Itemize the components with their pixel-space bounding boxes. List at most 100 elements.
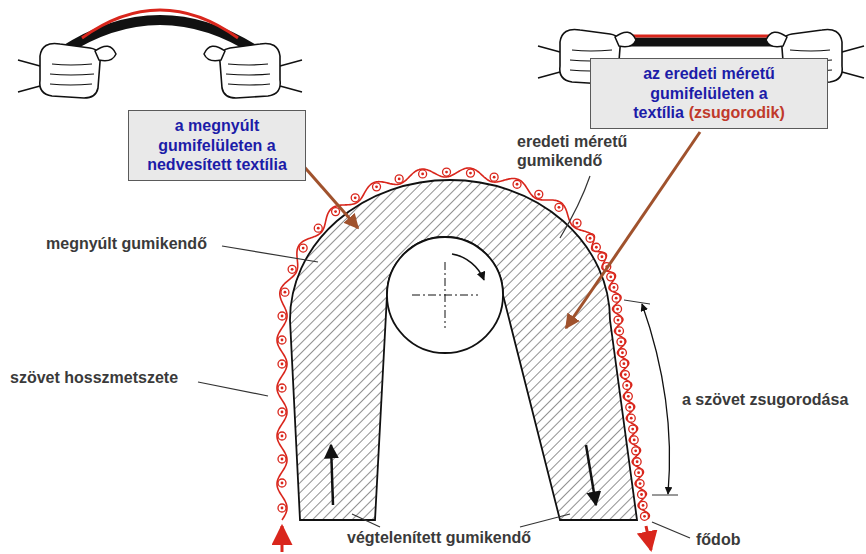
weft-dot [616,308,619,311]
warp-yarn [277,168,649,520]
weft-circle [299,244,307,252]
weft-yarn [332,208,340,216]
weft-dot [421,173,424,176]
weft-circle [278,455,286,463]
weft-yarn [615,327,623,335]
weft-circle [635,469,643,477]
leader-line [560,176,590,238]
weft-yarn [586,234,594,242]
weft-circle [610,283,618,291]
weft-yarn [278,408,286,416]
weft-dot [398,177,401,180]
weft-circle [314,224,322,232]
weft-yarn [607,273,615,281]
weft-yarn [592,243,600,251]
weft-dot [281,315,284,318]
leader-line [198,382,268,396]
rotation-arrow [452,254,484,280]
weft-yarn [278,384,286,392]
weft-dot [589,237,592,240]
weft-yarn [281,288,289,296]
weft-circle [636,480,644,488]
weft-yarn [419,170,427,178]
callout-box: az eredeti méretű gumifelületen a textíl… [590,58,828,129]
box-text: a megnyúlt gumifelületen a nedvesített t… [147,117,287,173]
weft-yarn [617,338,625,346]
weft-circle [278,336,286,344]
part-label: végtelenített gumikendő [345,528,533,547]
weft-circle [373,183,381,191]
weft-dot [284,291,287,294]
weft-yarn [636,480,644,488]
weft-circle [607,273,615,281]
weft-dot [609,275,612,278]
weft-dot [624,373,627,376]
weft-dot [302,247,305,250]
weft-circle [598,253,606,261]
weft-yarn [278,360,286,368]
weft-yarn [443,168,451,176]
weft-yarn [299,244,307,252]
weft-circle [278,360,286,368]
weft-circle [639,501,647,509]
weft-circle [490,173,498,181]
weft-dot [640,493,643,496]
weft-circle [621,371,629,379]
weft-yarn [620,360,628,368]
weft-circle [419,170,427,178]
weft-circle [640,512,648,520]
fabric-section [277,168,649,520]
weft-circle [624,392,632,400]
weft-circle [278,384,286,392]
weft-dot [625,384,628,387]
weft-dot [601,255,604,258]
weft-yarn [632,447,640,455]
weft-yarn [555,203,563,211]
weft-circle [620,360,628,368]
weft-dot [643,515,646,518]
weft-circle [627,414,635,422]
weft-circle [351,194,359,202]
weft-dot [631,428,634,431]
weft-dot [281,458,284,461]
stretched-strip-hands [18,10,302,98]
rubber-strip [62,20,258,52]
callout-box: a megnyúlt gumifelületen a nedvesített t… [128,110,306,181]
highlight-text: (zsugorodik) [689,104,785,121]
weft-yarn [621,371,629,379]
weft-yarn [278,312,286,320]
weft-yarn [612,294,620,302]
weft-dot [633,439,636,442]
leader-line [352,514,380,527]
fabric-in-arrow [281,526,284,552]
weft-yarn [314,224,322,232]
weft-circle [638,490,646,498]
weft-circle [278,408,286,416]
weft-dot [615,297,618,300]
weft-dot [493,176,496,179]
weft-dot [317,227,320,230]
weft-dot [291,268,294,271]
weft-circle [535,190,543,198]
weft-yarn [629,425,637,433]
weft-yarn [624,392,632,400]
weft-dot [375,185,378,188]
weft-circle [614,316,622,324]
weft-circle [614,305,622,313]
weft-circle [573,219,581,227]
weft-circle [612,294,620,302]
drum-axis [412,262,478,328]
leader-line [520,514,570,527]
weft-circle [623,381,631,389]
part-label: megnyúlt gumikendő [44,234,209,253]
weft-yarn [598,253,606,261]
weft-dot [620,340,623,343]
weft-circle [278,432,286,440]
weft-yarn [639,501,647,509]
weft-yarn [373,183,381,191]
weft-dot [628,406,631,409]
weft-dot [445,171,448,174]
weft-yarn [513,180,521,188]
weft-dot [639,482,642,485]
weft-yarn [633,458,641,466]
